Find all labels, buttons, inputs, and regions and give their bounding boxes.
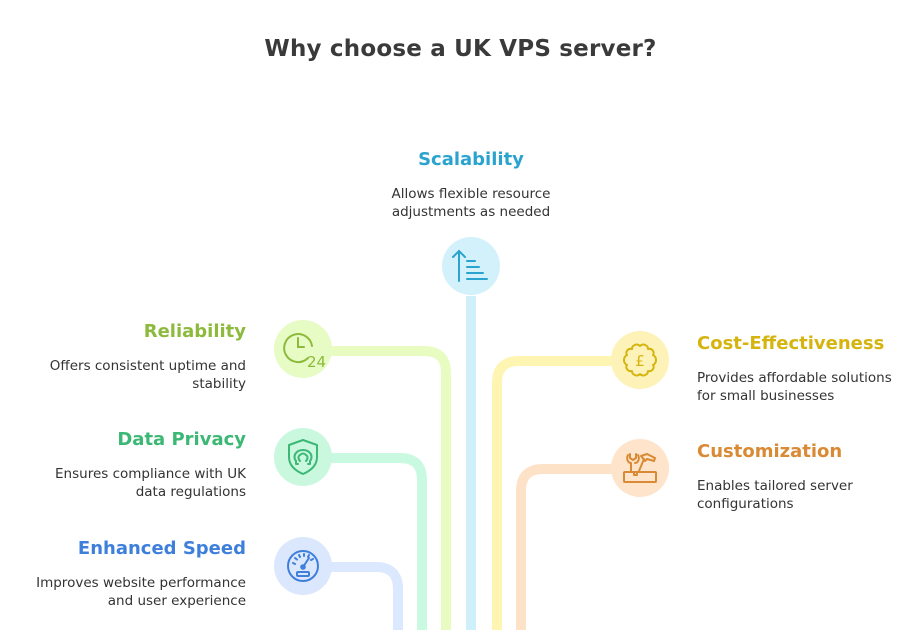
icon-circle-cost-effectiveness: £ [611,331,669,389]
desc-line: Provides affordable solutions [697,370,892,386]
label-enhanced-speed: Enhanced Speed [77,538,246,559]
desc-line: Enables tailored server [697,478,853,494]
desc-line: Allows flexible resource [391,186,551,202]
connector-enhanced-speed [330,562,403,630]
desc-line: configurations [697,496,794,512]
desc-line: Offers consistent uptime and [49,358,246,374]
svg-text:£: £ [635,352,645,370]
desc-reliability: Offers consistent uptime and stability [10,357,246,393]
label-scalability: Scalability [418,149,524,170]
icon-circle-scalability [442,237,500,295]
desc-line: for small businesses [697,388,835,404]
svg-text:24: 24 [307,353,326,371]
desc-scalability: Allows flexible resource adjustments as … [351,185,591,221]
icon-circle-data-privacy [274,428,332,486]
desc-line: Improves website performance [36,575,246,591]
connector-data-privacy [330,453,427,630]
connector-cost-effectiveness [492,356,613,630]
label-reliability: Reliability [143,321,246,342]
label-customization: Customization [697,441,843,462]
desc-line: Ensures compliance with UK [55,466,246,482]
desc-line: data regulations [135,484,246,500]
icon-circle-reliability: 24 [274,320,332,378]
label-cost-effectiveness: Cost-Effectiveness [697,333,885,354]
desc-data-privacy: Ensures compliance with UK data regulati… [10,465,246,501]
desc-line: stability [192,376,246,392]
pound-badge-icon: £ [623,343,657,377]
connector-customization [516,464,613,630]
connector-reliability [330,346,451,630]
toolbox-icon [623,453,657,483]
diagram-title: Why choose a UK VPS server? [264,36,657,62]
desc-enhanced-speed: Improves website performance and user ex… [6,574,246,610]
shield-privacy-icon [288,439,318,475]
desc-cost-effectiveness: Provides affordable solutions for small … [697,369,921,405]
scale-up-bars-icon [452,249,488,282]
desc-line: adjustments as needed [391,204,551,220]
desc-line: and user experience [107,593,246,609]
desc-customization: Enables tailored server configurations [697,477,921,513]
clock-24-icon: 24 [283,333,326,371]
icon-circle-enhanced-speed [274,537,332,595]
speedometer-icon [287,550,319,582]
label-data-privacy: Data Privacy [117,429,246,450]
icon-circle-customization [611,439,669,497]
